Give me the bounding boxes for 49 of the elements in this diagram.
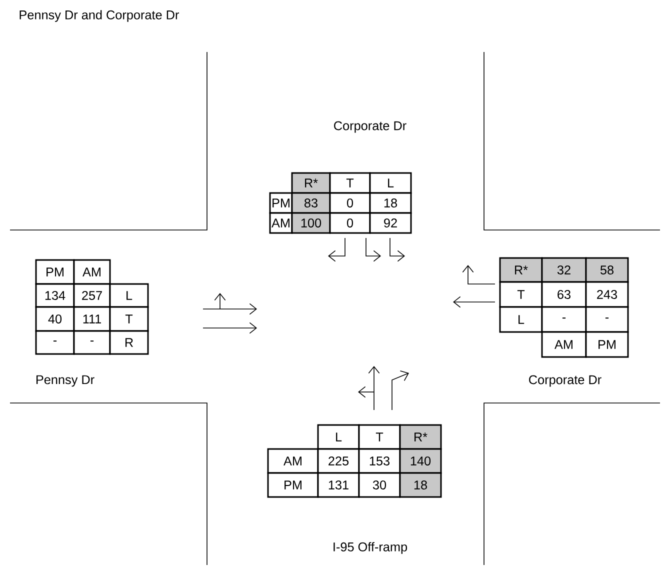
road-name: Pennsy Dr xyxy=(36,375,94,387)
road-name: Corporate Dr xyxy=(529,375,602,387)
road-name: Corporate Dr xyxy=(334,121,406,133)
title: Pennsy Dr and Corporate Dr xyxy=(20,10,179,22)
table-cell: 63 xyxy=(541,281,587,308)
table-cell: R* xyxy=(399,424,442,450)
table-cell: - xyxy=(73,330,111,355)
table-cell: 83 xyxy=(291,192,331,214)
table-cell: 131 xyxy=(317,472,360,498)
table-cell: 134 xyxy=(35,283,75,308)
table-cell: L xyxy=(317,424,360,450)
table-cell: L xyxy=(499,306,543,333)
table-cell: T xyxy=(329,172,371,194)
table-cell: - xyxy=(35,330,75,355)
table-cell: - xyxy=(585,306,629,333)
table-cell: 100 xyxy=(291,212,331,234)
table-cell: AM xyxy=(267,448,319,474)
table-cell: 111 xyxy=(73,306,111,332)
table-cell: 140 xyxy=(399,448,442,474)
table-cell: 153 xyxy=(358,448,401,474)
table-cell: 30 xyxy=(358,472,401,498)
table-cell: T xyxy=(358,424,401,450)
road-name: I-95 Off-ramp xyxy=(334,542,408,554)
table-cell: 18 xyxy=(369,192,412,214)
table-cell: 257 xyxy=(73,283,111,308)
table-cell: R* xyxy=(291,172,331,194)
table-cell: R xyxy=(109,330,149,355)
table-cell: AM xyxy=(541,331,587,358)
table-cell: L xyxy=(109,283,149,308)
table-cell: PM xyxy=(269,192,293,214)
table-cell: T xyxy=(499,281,543,308)
table-cell: 0 xyxy=(329,212,371,234)
table-cell: 243 xyxy=(585,281,629,308)
table-cell: 0 xyxy=(329,192,371,214)
table-cell: R* xyxy=(499,257,543,283)
table-cell: AM xyxy=(269,212,293,234)
table-cell: 58 xyxy=(585,257,629,283)
table-cell: AM xyxy=(73,259,111,285)
table-cell: L xyxy=(369,172,412,194)
table-cell: 32 xyxy=(541,257,587,283)
table-cell: 92 xyxy=(369,212,412,234)
table-cell: - xyxy=(541,306,587,333)
table-cell: 40 xyxy=(35,306,75,332)
table-cell: 18 xyxy=(399,472,442,498)
table-cell: PM xyxy=(585,331,629,358)
table-cell: PM xyxy=(267,472,319,498)
table-cell: 225 xyxy=(317,448,360,474)
table-cell: T xyxy=(109,306,149,332)
table-cell: PM xyxy=(35,259,75,285)
